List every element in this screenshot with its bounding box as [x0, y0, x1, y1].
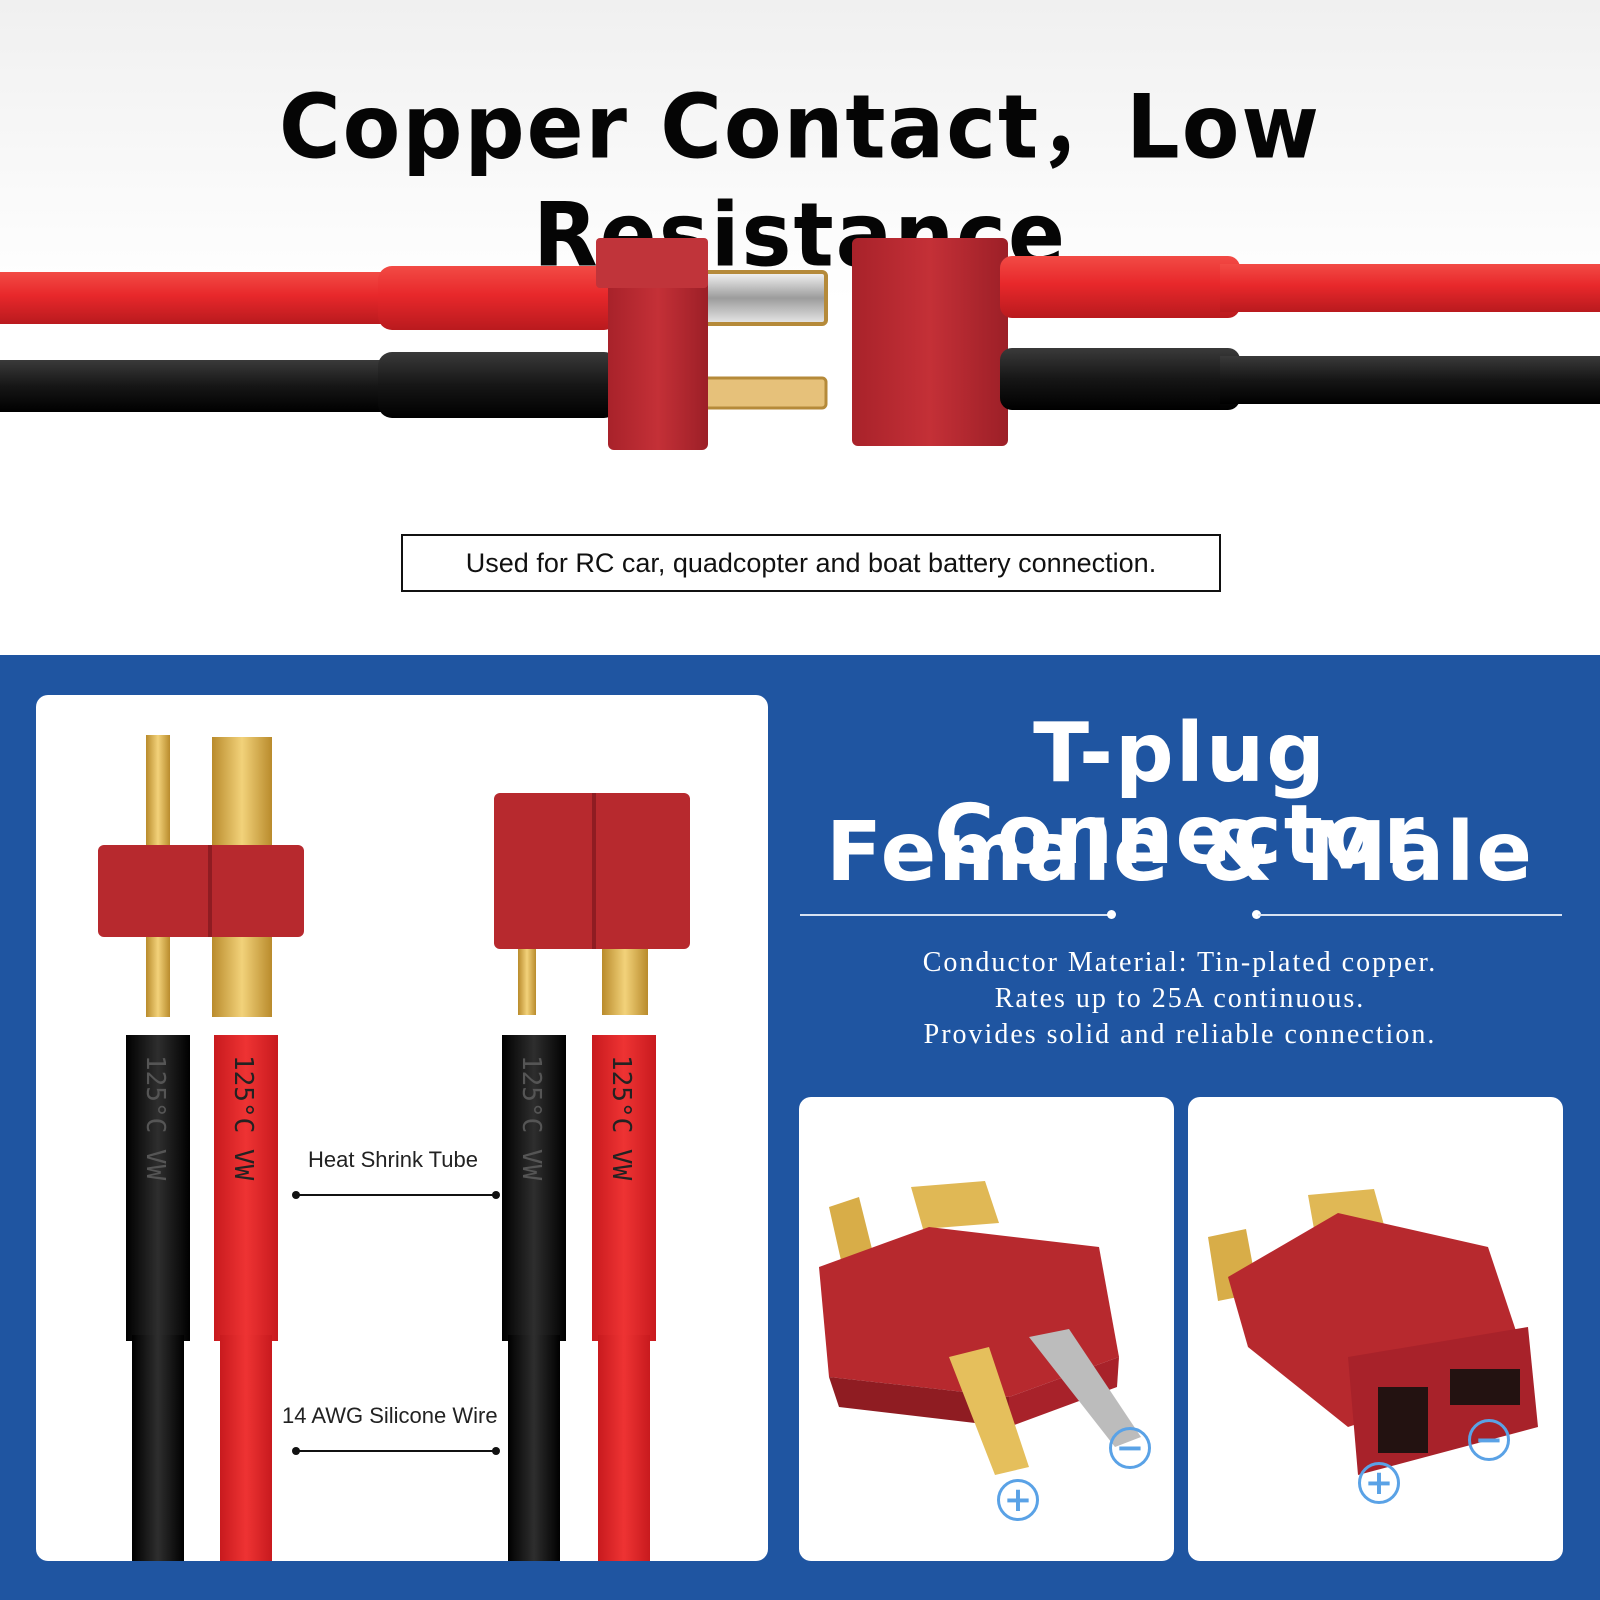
top-banner: Copper Contact，Low Resistance	[0, 0, 1600, 655]
right-black-tube	[1000, 348, 1240, 410]
exploded-connectors-illustration	[98, 735, 690, 1561]
male-connector-3d	[819, 1181, 1141, 1475]
spec-material: Conductor Material: Tin-plated copper.	[922, 947, 1438, 978]
headline: Copper Contact，Low Resistance	[278, 75, 1322, 287]
minus-polarity-icon: −	[1109, 1427, 1151, 1469]
callout-silicone-wire: 14 AWG Silicone Wire	[282, 1403, 498, 1428]
tube-print-3: 125°C VW	[516, 1055, 546, 1181]
female-pin-left	[518, 949, 536, 1015]
exploded-view-panel: 125°C VW 125°C VW 125°C VW 125°C VW Heat…	[36, 695, 768, 1561]
male-connector-panel: + −	[799, 1097, 1174, 1561]
callout-line-tube	[296, 1194, 496, 1196]
female-red-tube	[592, 1035, 656, 1341]
divider-left	[800, 914, 1112, 916]
product-title-line2: Female & Male	[825, 805, 1535, 900]
spec-reliability: Provides solid and reliable connection.	[923, 1019, 1437, 1050]
minus-polarity-icon: −	[1468, 1419, 1510, 1461]
left-pin-bottom	[698, 376, 828, 410]
right-red-tube	[1000, 256, 1240, 318]
female-red-wire	[598, 1335, 650, 1561]
tube-print-2: 125°C VW	[228, 1055, 258, 1181]
left-pin-top	[698, 270, 828, 326]
feature-section: 125°C VW 125°C VW 125°C VW 125°C VW Heat…	[0, 655, 1600, 1600]
female-pin-right	[602, 949, 648, 1015]
male-black-wire	[132, 1335, 184, 1561]
male-red-tube	[214, 1035, 278, 1341]
left-connector-body	[608, 240, 708, 450]
connector-pair-photo	[0, 238, 1600, 450]
male-black-tube	[126, 1035, 190, 1341]
left-red-wire	[0, 272, 390, 324]
right-red-wire	[1220, 264, 1600, 312]
divider-right	[1258, 914, 1562, 916]
male-red-wire	[220, 1335, 272, 1561]
product-title-line1: T-plug Connector	[934, 706, 1426, 883]
left-red-tube	[378, 266, 618, 330]
plus-polarity-icon: +	[997, 1479, 1039, 1521]
plus-polarity-icon: +	[1358, 1462, 1400, 1504]
female-connector-panel: + −	[1188, 1097, 1563, 1561]
male-housing	[98, 845, 304, 937]
tube-print-1: 125°C VW	[140, 1055, 170, 1181]
left-black-wire	[0, 360, 390, 412]
callout-line-wire	[296, 1450, 496, 1452]
callout-heat-shrink-tube: Heat Shrink Tube	[308, 1147, 478, 1172]
female-black-wire	[508, 1335, 560, 1561]
usage-note-box: Used for RC car, quadcopter and boat bat…	[401, 534, 1221, 592]
usage-note: Used for RC car, quadcopter and boat bat…	[465, 547, 1157, 578]
right-connector-body	[852, 238, 1008, 446]
spec-rating: Rates up to 25A continuous.	[994, 983, 1366, 1014]
tube-print-4: 125°C VW	[606, 1055, 636, 1181]
right-black-wire	[1220, 356, 1600, 404]
left-black-tube	[378, 352, 618, 418]
female-black-tube	[502, 1035, 566, 1341]
